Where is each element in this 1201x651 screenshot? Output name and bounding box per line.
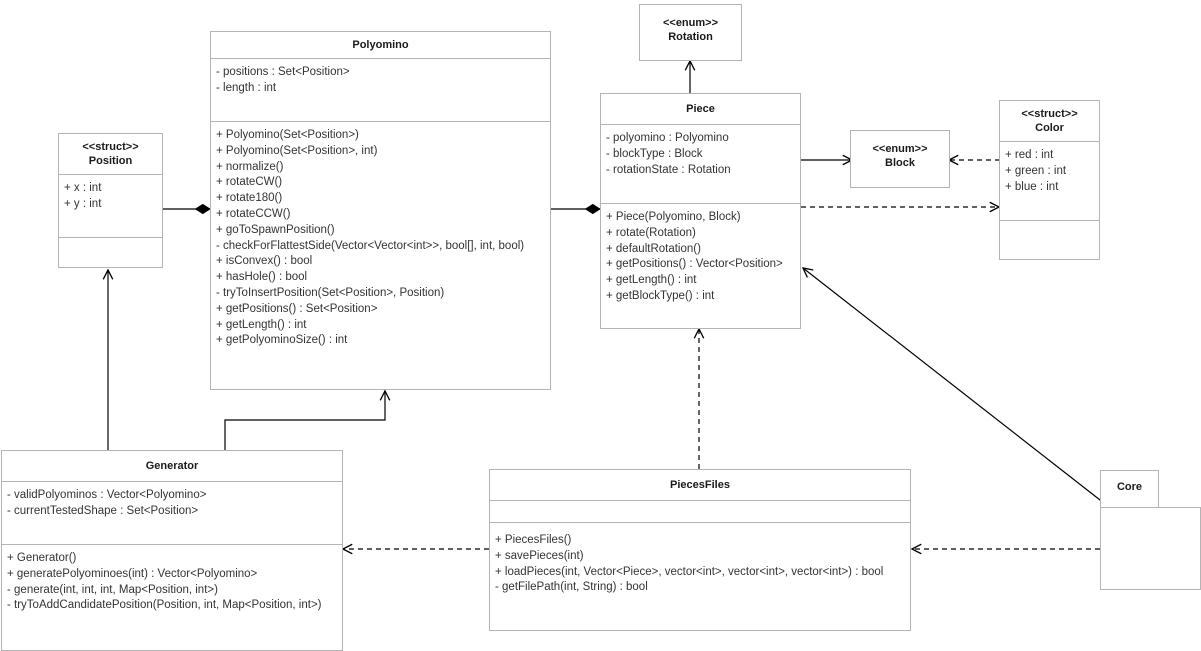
class-title-rotation: <<enum>> Rotation [662,17,719,43]
attribute-row: - length : int [216,81,277,94]
attribute-row: - blockType : Block [606,147,703,160]
class-attributes-position: + x : int + y : int [59,175,162,237]
attribute-row: + red : int [1005,149,1054,161]
class-divider [211,58,550,59]
class-attributes-color: + red : int + green : int + blue : int [1000,142,1099,220]
class-divider [1000,141,1099,142]
method-row: + getLength() : int [606,274,697,287]
class-box-piecesfiles[interactable]: PiecesFiles + PiecesFiles() + savePieces… [489,469,911,631]
class-title-generator: Generator [145,460,199,472]
method-row: + rotate180() [216,192,283,205]
method-row: + generatePolyominoes(int) : Vector<Poly… [7,567,258,580]
class-title-piece: Piece [686,103,715,115]
class-divider [211,121,550,122]
class-methods-piecesfiles: + PiecesFiles() + savePieces(int) + load… [490,523,910,602]
attribute-row: + y : int [64,197,102,210]
method-row: - tryToInsertPosition(Set<Position>, Pos… [216,286,445,299]
method-row: - checkForFlattestSide(Vector<Vector<int… [216,239,525,252]
class-methods-polyomino: + Polyomino(Set<Position>) + Polyomino(S… [211,122,550,355]
class-methods-piece: + Piece(Polyomino, Block) + rotate(Rotat… [601,204,800,311]
class-divider [59,174,162,175]
method-row: - getFilePath(int, String) : bool [495,581,648,594]
class-box-block[interactable]: <<enum>> Block [850,130,950,188]
attribute-row: + x : int [64,182,102,194]
method-row: + getPositions() : Set<Position> [216,302,378,315]
class-methods-position [59,238,162,256]
attribute-row: + green : int [1005,164,1067,177]
class-title-polyomino: Polyomino [352,39,409,51]
class-divider [59,237,162,238]
class-attributes-generator: - validPolyominos : Vector<Polyomino> - … [2,482,342,544]
attribute-row: + blue : int [1005,180,1059,193]
class-divider [490,522,910,523]
class-divider [1000,220,1099,221]
method-row: + PiecesFiles() [495,534,572,546]
method-row: + Piece(Polyomino, Block) [606,211,741,223]
method-row: + rotateCW() [216,176,283,189]
class-divider [2,544,342,545]
method-row: + Polyomino(Set<Position>, int) [216,144,378,157]
method-row: + getBlockType() : int [606,289,715,302]
method-row: + getPositions() : Vector<Position> [606,258,783,271]
attribute-row: - polyomino : Polyomino [606,132,729,144]
attribute-row: - rotationState : Rotation [606,163,731,176]
method-row: + savePieces(int) [495,549,584,562]
attribute-row: - currentTestedShape : Set<Position> [7,504,199,517]
method-row: + rotateCCW() [216,207,291,220]
class-box-position[interactable]: <<struct>> Position + x : int + y : int [58,133,163,268]
method-row: + Polyomino(Set<Position>) [216,129,359,141]
class-title-color: <<struct>> Color [1021,108,1078,134]
edge-generator-to-polyomino [224,391,385,450]
method-row: - tryToAddCandidatePosition(Position, in… [7,599,322,612]
class-title-piecesfiles: PiecesFiles [670,479,730,491]
method-row: + loadPieces(int, Vector<Piece>, vector<… [495,565,884,578]
class-box-core-body[interactable] [1100,507,1201,590]
method-row: + normalize() [216,160,284,173]
method-row: + rotate(Rotation) [606,226,696,239]
class-attributes-polyomino: - positions : Set<Position> - length : i… [211,59,550,121]
method-row: + getPolyominoSize() : int [216,334,348,347]
method-row: - generate(int, int, int, Map<Position, … [7,583,218,596]
class-divider [601,203,800,204]
attribute-row: - validPolyominos : Vector<Polyomino> [7,489,207,501]
class-box-polyomino[interactable]: Polyomino - positions : Set<Position> - … [210,31,551,390]
class-title-position: <<struct>> Position [82,141,139,167]
method-row: + Generator() [7,552,77,564]
method-row: + defaultRotation() [606,242,701,255]
class-title-block: <<enum>> Block [872,143,928,169]
class-divider [490,500,910,501]
class-divider [2,481,342,482]
class-divider [601,124,800,125]
method-row: + isConvex() : bool [216,255,313,268]
class-attributes-piecesfiles [490,501,910,522]
class-box-piece[interactable]: Piece - polyomino : Polyomino - blockTyp… [600,93,801,329]
class-attributes-piece: - polyomino : Polyomino - blockType : Bl… [601,125,800,203]
class-box-rotation[interactable]: <<enum>> Rotation [639,4,742,61]
method-row: + goToSpawnPosition() [216,223,335,236]
class-methods-generator: + Generator() + generatePolyominoes(int)… [2,545,342,620]
class-box-generator[interactable]: Generator - validPolyominos : Vector<Pol… [1,450,343,651]
method-row: + hasHole() : bool [216,271,308,284]
class-box-core-header[interactable]: Core [1100,470,1159,508]
class-title-core: Core [1116,481,1143,493]
attribute-row: - positions : Set<Position> [216,66,350,78]
class-box-color[interactable]: <<struct>> Color + red : int + green : i… [999,100,1100,260]
class-methods-color [1000,221,1099,239]
method-row: + getLength() : int [216,318,307,331]
